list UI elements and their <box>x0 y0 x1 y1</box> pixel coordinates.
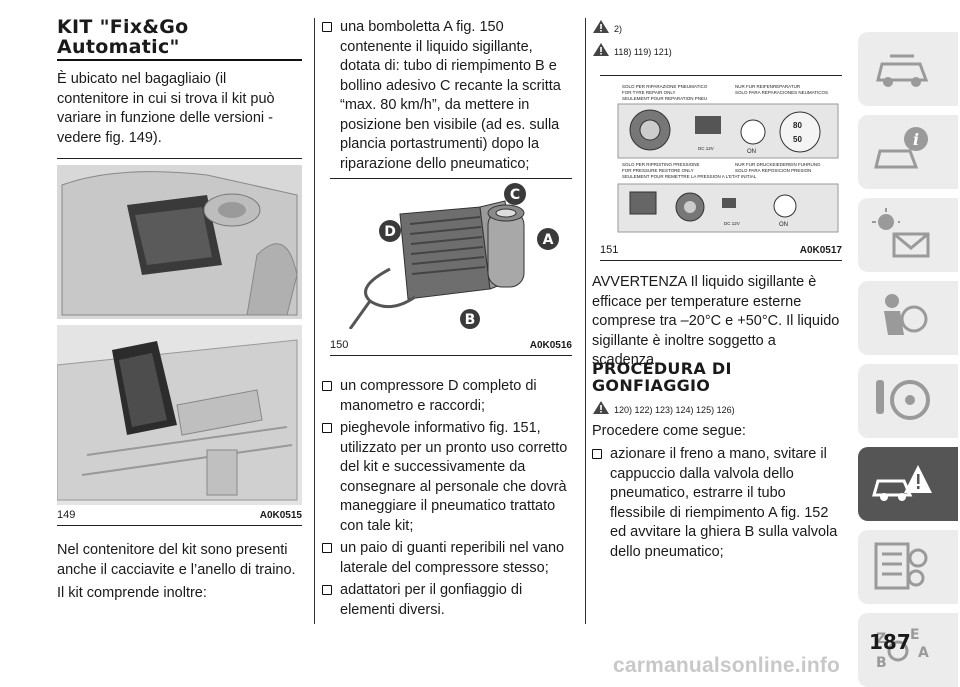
figure-code: A0K0517 <box>799 245 842 256</box>
checkbox-bullet-icon <box>592 449 602 459</box>
emergency-car-icon <box>872 465 932 501</box>
svg-text:50: 50 <box>793 135 802 144</box>
leaflet-illustration: SOLO PER RIPARAZIONE PNEUMATICO FOR TYRE… <box>617 84 839 233</box>
svg-text:ON: ON <box>747 149 756 155</box>
section-title-inflation: PROCEDURA DI GONFIAGGIO <box>592 359 732 395</box>
svg-text:i: i <box>913 130 919 149</box>
svg-text:SEULEMENT POUR REMETTRE LA PRE: SEULEMENT POUR REMETTRE LA PRESSION A L'… <box>622 174 757 179</box>
leaflet-top-right-text: NUR FUR REIFENREPARATUR SOLO PARA REPARA… <box>735 84 828 95</box>
figure-number: 150 <box>330 339 349 351</box>
checkbox-bullet-icon <box>322 543 332 553</box>
kit-intro-paragraph: È ubicato nel bagagliaio (il contenitore… <box>57 71 275 146</box>
section-title-kit: KIT "Fix&Go Automatic" <box>57 16 189 58</box>
tab-starting-driving[interactable] <box>858 364 958 438</box>
column-divider-2 <box>585 18 586 624</box>
steering-key-icon <box>876 380 930 420</box>
label-a: A <box>543 232 554 248</box>
svg-text:NUR FUR DRUCKEIEDEREIN FUHRUNG: NUR FUR DRUCKEIEDEREIN FUHRUNG <box>735 162 821 167</box>
sealant-warning-paragraph: AVVERTENZA Il liquido sigillante è effic… <box>592 274 840 368</box>
tab-emergency[interactable] <box>858 447 958 521</box>
figure-code: A0K0516 <box>529 340 572 351</box>
tab-dashboard[interactable] <box>858 32 958 106</box>
figure-150: C A D B 150 A0K0516 <box>330 178 572 356</box>
svg-text:NUR FUR REIFENREPARATUR: NUR FUR REIFENREPARATUR <box>735 84 801 89</box>
leaflet-bottom-right-text: NUR FUR DRUCKEIEDEREIN FUHRUNG SOLO PARA… <box>735 162 821 173</box>
list-item-gloves: un paio di guanti reperibili nel vano la… <box>322 539 574 578</box>
info-car-icon: i <box>874 127 928 169</box>
tab-lights[interactable] <box>858 198 958 272</box>
svg-text:80: 80 <box>793 121 802 130</box>
svg-text:FOR PRESSURE RESTORE ONLY: FOR PRESSURE RESTORE ONLY <box>622 168 694 173</box>
watermark: carmanualsonline.info <box>613 654 841 677</box>
svg-text:SOLO PARA REPARACIONES NEUMATI: SOLO PARA REPARACIONES NEUMATICOS <box>735 90 828 95</box>
svg-text:B: B <box>876 655 887 671</box>
svg-text:ON: ON <box>779 222 788 228</box>
procedure-intro: Procedere come segue: <box>592 423 746 439</box>
car-dashboard-icon <box>876 54 929 87</box>
label-c: C <box>510 187 520 203</box>
lights-envelope-icon <box>872 208 930 258</box>
warning-ref-2: 118) 119) 121) <box>592 42 672 57</box>
tab-safety[interactable] <box>858 281 958 355</box>
warning-ref-1: 2) <box>592 19 622 34</box>
warning-triangle-icon <box>593 401 609 414</box>
tab-maintenance[interactable] <box>858 530 958 604</box>
figure-150-caption: 150 A0K0516 <box>330 339 572 351</box>
figure-151: SOLO PER RIPARAZIONE PNEUMATICO FOR TYRE… <box>600 75 842 261</box>
list-item-compressor: un compressore D completo di manometro e… <box>322 377 574 416</box>
kit-contents-paragraph: Nel contenitore del kit sono presenti an… <box>57 542 296 578</box>
leaflet-bottom-left-text: SOLO PER RIPRISTINO PRESSIONE FOR PRESSU… <box>622 162 757 179</box>
svg-text:FOR TYRE REPAIR ONLY: FOR TYRE REPAIR ONLY <box>622 90 676 95</box>
svg-text:DC 12V: DC 12V <box>698 146 714 151</box>
svg-text:DC 12V: DC 12V <box>724 221 740 226</box>
leaflet-top-left-text: SOLO PER RIPARAZIONE PNEUMATICO FOR TYRE… <box>622 84 708 101</box>
list-item-procedure-step: azionare il freno a mano, svitare il cap… <box>592 445 844 562</box>
tab-info[interactable]: i <box>858 115 958 189</box>
figure-code: A0K0515 <box>259 510 302 521</box>
column-divider-1 <box>314 18 315 624</box>
trunk-kit-illustration <box>57 165 302 505</box>
svg-text:SEULEMENT POUR REPARATION PNEU: SEULEMENT POUR REPARATION PNEU <box>622 96 707 101</box>
figure-number: 151 <box>600 244 619 256</box>
title-underline <box>57 59 302 61</box>
compressor-illustration: C A D B <box>348 183 559 329</box>
list-item-leaflet: pieghevole informativo fig. 151, utilizz… <box>322 419 574 536</box>
warning-triangle-icon <box>593 43 609 56</box>
checkbox-bullet-icon <box>322 585 332 595</box>
checkbox-bullet-icon <box>322 381 332 391</box>
svg-text:E: E <box>910 627 920 643</box>
airbag-icon <box>884 294 928 335</box>
warning-triangle-icon <box>593 20 609 33</box>
page-number: 187 <box>869 630 911 654</box>
figure-number: 149 <box>57 509 76 521</box>
svg-text:SOLO PER RIPRISTINO PRESSIONE: SOLO PER RIPRISTINO PRESSIONE <box>622 162 700 167</box>
checkbox-bullet-icon <box>322 423 332 433</box>
kit-includes-paragraph: Il kit comprende inoltre: <box>57 585 207 601</box>
maintenance-list-icon <box>874 542 928 590</box>
svg-text:A: A <box>918 645 929 661</box>
list-item-adapters: adattatori per il gonfiaggio di elementi… <box>322 581 574 620</box>
figure-149-caption: 149 A0K0515 <box>57 509 302 521</box>
list-item-bottle: una bomboletta A fig. 150 contenente il … <box>322 18 574 174</box>
figure-149: 149 A0K0515 <box>57 158 302 526</box>
label-d: D <box>384 224 396 240</box>
technical-data-icon: Z EA B <box>876 627 929 671</box>
svg-text:Z: Z <box>876 631 886 647</box>
figure-151-caption: 151 A0K0517 <box>600 244 842 256</box>
checkbox-bullet-icon <box>322 22 332 32</box>
warning-ref-3: 120) 122) 123) 124) 125) 126) <box>592 400 735 415</box>
label-b: B <box>465 312 476 328</box>
svg-text:SOLO PER RIPARAZIONE PNEUMATIC: SOLO PER RIPARAZIONE PNEUMATICO <box>622 84 708 89</box>
svg-text:SOLO PARA REPOSICION PRESION: SOLO PARA REPOSICION PRESION <box>735 168 811 173</box>
